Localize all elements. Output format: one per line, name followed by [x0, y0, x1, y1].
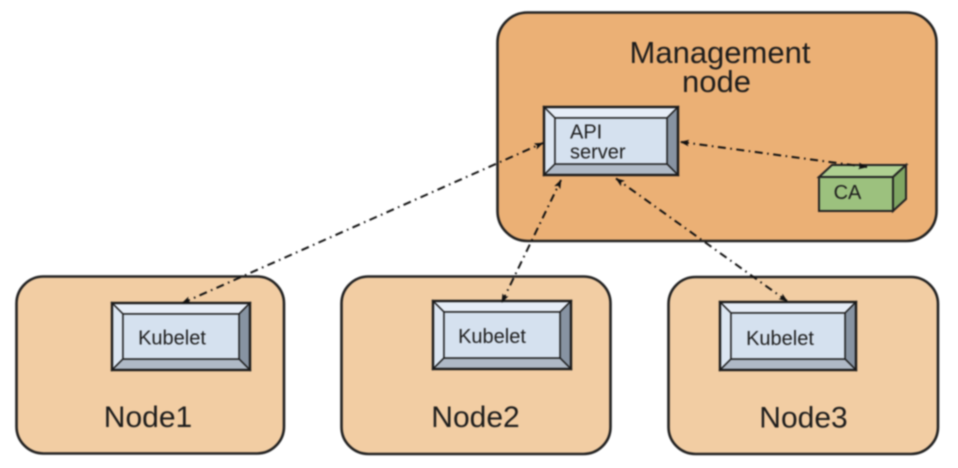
svg-text:server: server [570, 142, 626, 164]
svg-text:Management: Management [630, 35, 811, 70]
svg-text:Node1: Node1 [104, 401, 192, 434]
svg-text:Kubelet: Kubelet [746, 328, 814, 350]
svg-text:Node2: Node2 [431, 401, 519, 434]
svg-text:Node3: Node3 [759, 402, 847, 435]
svg-text:node: node [682, 64, 751, 99]
svg-text:API: API [570, 122, 602, 144]
svg-text:Kubelet: Kubelet [138, 328, 206, 350]
svg-text:CA: CA [834, 182, 862, 204]
svg-text:Kubelet: Kubelet [458, 326, 526, 348]
